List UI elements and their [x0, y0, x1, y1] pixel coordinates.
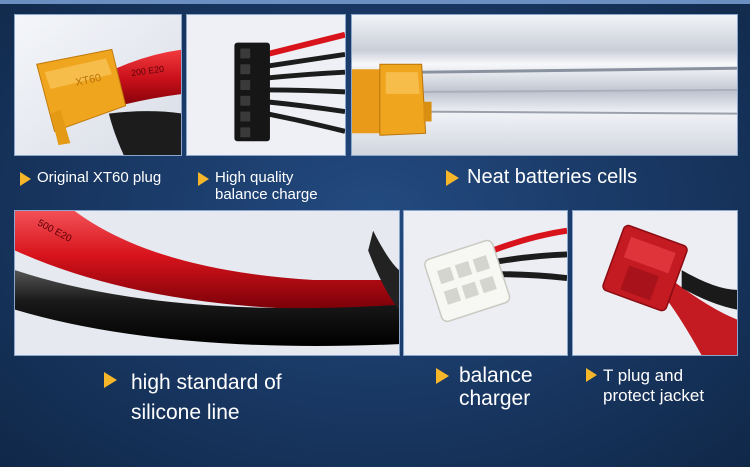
photo-balance-charger-plug — [403, 210, 568, 356]
caption-tplug-line1: T plug and — [603, 366, 684, 385]
caption-balance-quality-line1: High quality — [215, 169, 294, 186]
caption-balance-quality-line2: balance charge — [215, 185, 318, 203]
caption-xt60-text: Original XT60 plug — [37, 169, 162, 186]
caption-silicone-line2: silicone line — [131, 401, 240, 425]
caption-balance-charger-line2: charger — [459, 387, 531, 411]
triangle-right-icon — [198, 172, 209, 186]
caption-xt60: Original XT60 plug — [20, 169, 162, 187]
caption-cells-text: Neat batteries cells — [467, 166, 638, 188]
photo-balance-connector — [186, 14, 346, 156]
photo-silicone-wires: 500 E20 — [14, 210, 400, 356]
caption-silicone: high standard of silicone line — [104, 368, 282, 429]
caption-balance-charger: balance charger — [436, 364, 533, 410]
caption-balance-charger-line1: balance — [459, 364, 533, 387]
triangle-right-icon — [20, 172, 31, 186]
triangle-right-icon — [104, 372, 117, 388]
wire-print-top: 200 E20 — [130, 64, 164, 78]
caption-tplug-line2: protect jacket — [603, 386, 705, 406]
caption-balance-quality: High quality balance charge — [198, 169, 318, 203]
photo-xt60-plug: XT60 200 E20 — [14, 14, 182, 156]
triangle-right-icon — [436, 368, 449, 384]
caption-cells: Neat batteries cells — [446, 166, 637, 188]
photo-battery-cells — [351, 14, 738, 156]
xt60-imprint: XT60 — [74, 72, 102, 89]
caption-silicone-line1: high standard of — [131, 371, 282, 394]
photo-t-plug — [572, 210, 738, 356]
caption-tplug: T plug and protect jacket — [586, 366, 704, 407]
triangle-right-icon — [586, 368, 597, 382]
triangle-right-icon — [446, 170, 459, 186]
